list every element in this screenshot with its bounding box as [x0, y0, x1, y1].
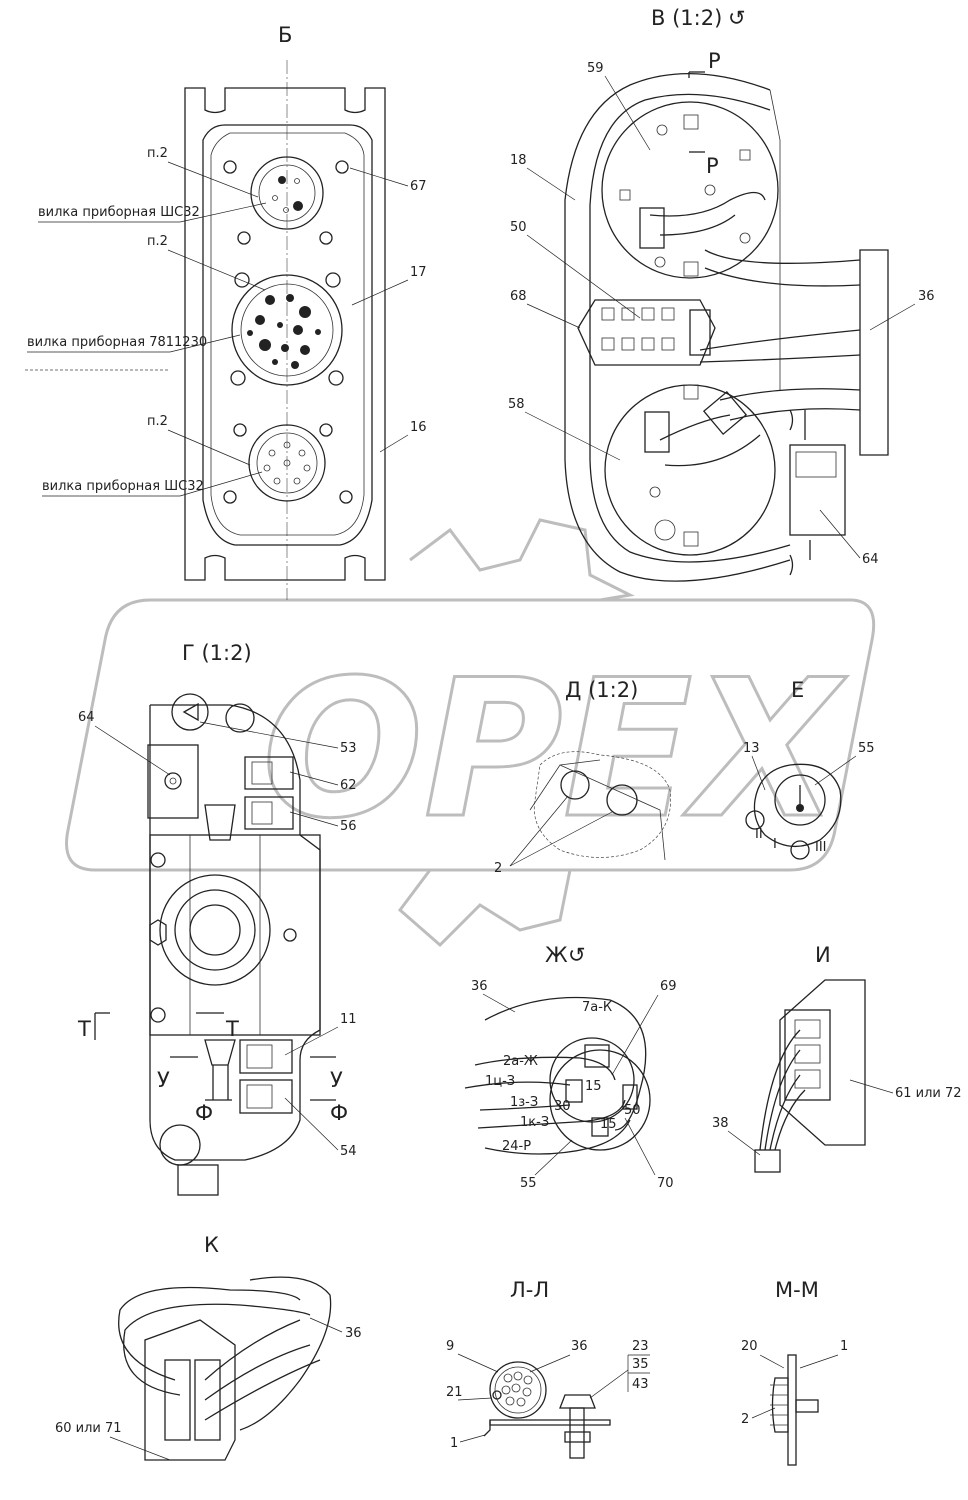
label-2-d: 2 — [494, 861, 502, 876]
wire-2a-zh: 2а-Ж — [503, 1054, 538, 1069]
section-mark-u-left: У — [157, 1068, 170, 1092]
wire-7a-k: 7а-К — [582, 1000, 612, 1015]
label-50: 50 — [510, 220, 527, 235]
section-mark-u-right: У — [330, 1068, 343, 1092]
watermark-text: OPEX — [262, 639, 848, 860]
section-mark-p-top: Р — [708, 49, 721, 73]
label-36-k: 36 — [345, 1326, 362, 1341]
section-mark-t-left: Т — [77, 1017, 91, 1041]
section-mark-p-bottom: Р — [706, 154, 719, 178]
view-k-title: К — [204, 1233, 219, 1257]
label-61-or-72: 61 или 72 — [895, 1086, 962, 1101]
pin-50: 50 — [624, 1103, 641, 1118]
wire-24-r: 24-Р — [502, 1139, 531, 1154]
view-v-title: В (1:2) — [651, 6, 722, 30]
label-69: 69 — [660, 979, 677, 994]
label-11: 11 — [340, 1012, 357, 1027]
pin-15-a: 15 — [585, 1079, 602, 1094]
label-20: 20 — [741, 1339, 758, 1354]
view-k: К 36 60 или 71 — [55, 1233, 362, 1461]
view-d: Д (1:2) 2 — [494, 678, 671, 876]
label-70: 70 — [657, 1176, 674, 1191]
label-p2-c: п.2 — [147, 414, 168, 429]
view-e-title: Е — [791, 678, 804, 702]
label-p2-a: п.2 — [147, 146, 168, 161]
label-35: 35 — [632, 1357, 649, 1372]
label-64-v: 64 — [862, 552, 879, 567]
view-d-title: Д (1:2) — [565, 678, 638, 702]
pin-15-b: 15 — [600, 1117, 617, 1132]
view-zh-title: Ж — [545, 943, 568, 967]
label-36-v: 36 — [918, 289, 935, 304]
label-shs32-a: вилка приборная ШС32 — [38, 205, 200, 220]
view-zh: Ж ↺ 36 69 55 70 7а-К 2а-Ж 1ц-З 1з-З 1к-З… — [464, 943, 677, 1191]
label-7811230: вилка приборная 7811230 — [27, 335, 207, 350]
label-21: 21 — [446, 1385, 463, 1400]
label-55-e: 55 — [858, 741, 875, 756]
label-59: 59 — [587, 61, 604, 76]
view-e: Е 13 55 I II III — [743, 678, 875, 860]
label-58: 58 — [508, 397, 525, 412]
view-v: В (1:2) ↺ Р Р — [508, 6, 935, 582]
section-mark-f-right: Ф — [330, 1101, 348, 1125]
view-zh-rotation-icon: ↺ — [568, 943, 586, 967]
wire-1z-z: 1з-З — [510, 1095, 538, 1110]
wire-1k-z: 1к-З — [520, 1115, 549, 1130]
view-m: М-М 20 1 2 — [741, 1278, 848, 1466]
label-shs32-b: вилка приборная ШС32 — [42, 479, 204, 494]
view-i: И 38 61 или 72 — [712, 943, 962, 1173]
label-1-m: 1 — [840, 1339, 848, 1354]
label-54: 54 — [340, 1144, 357, 1159]
pos-ii: II — [755, 827, 763, 842]
label-36-zh: 36 — [471, 979, 488, 994]
view-g-title: Г (1:2) — [182, 641, 252, 665]
label-56: 56 — [340, 819, 357, 834]
pos-iii: III — [815, 840, 827, 855]
label-18: 18 — [510, 153, 527, 168]
view-b: Б п.2 вилка приборная ШС32 п — [25, 23, 427, 600]
label-p2-b: п.2 — [147, 234, 168, 249]
view-b-title: Б — [278, 23, 292, 47]
view-m-title: М-М — [775, 1278, 819, 1302]
pin-30: 30 — [554, 1099, 571, 1114]
label-60-or-71: 60 или 71 — [55, 1421, 122, 1436]
label-13: 13 — [743, 741, 760, 756]
label-38: 38 — [712, 1116, 729, 1131]
label-1-l: 1 — [450, 1436, 458, 1451]
section-mark-f-left: Ф — [195, 1101, 213, 1125]
label-68: 68 — [510, 289, 527, 304]
wire-1ts-z: 1ц-З — [485, 1074, 515, 1089]
view-l: Л-Л 9 36 23 35 43 21 1 — [446, 1278, 650, 1459]
label-64-g: 64 — [78, 710, 95, 725]
label-16: 16 — [410, 420, 427, 435]
label-9: 9 — [446, 1339, 454, 1354]
label-17: 17 — [410, 265, 427, 280]
view-g: Г (1:2) Т Т У У Ф Ф 64 53 — [77, 641, 357, 1196]
section-mark-t-right: Т — [225, 1017, 239, 1041]
view-v-rotation-icon: ↺ — [728, 6, 746, 30]
label-62: 62 — [340, 778, 357, 793]
opex-watermark: OPEX — [65, 518, 876, 948]
label-55-zh: 55 — [520, 1176, 537, 1191]
label-23: 23 — [632, 1339, 649, 1354]
view-l-title: Л-Л — [510, 1278, 549, 1302]
label-43: 43 — [632, 1377, 649, 1392]
label-67: 67 — [410, 179, 427, 194]
label-36-l: 36 — [571, 1339, 588, 1354]
pos-i: I — [773, 837, 777, 852]
label-2-m: 2 — [741, 1412, 749, 1427]
label-53: 53 — [340, 741, 357, 756]
view-i-title: И — [815, 943, 831, 967]
